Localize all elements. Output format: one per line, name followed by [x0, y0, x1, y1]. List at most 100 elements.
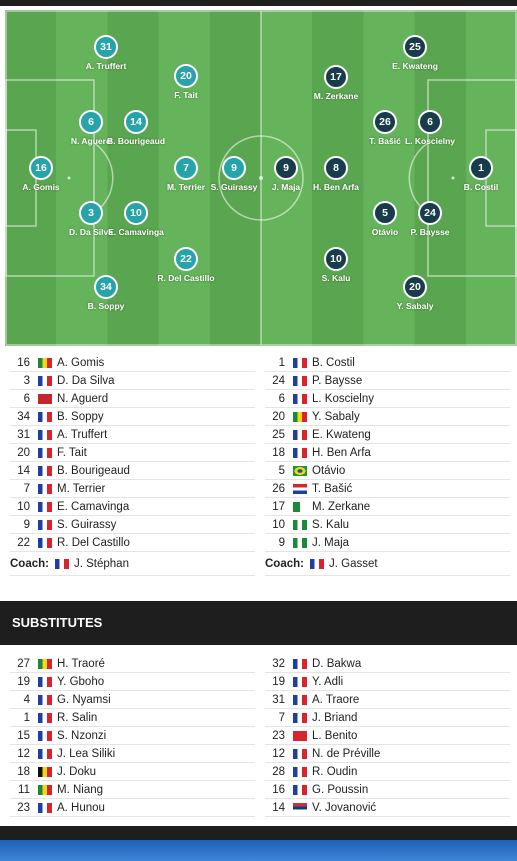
player-name-link[interactable]: M. Zerkane — [312, 500, 371, 513]
france-flag-icon — [293, 658, 307, 669]
player-name-link[interactable]: H. Ben Arfa — [312, 446, 371, 459]
player-name-link[interactable]: B. Soppy — [57, 410, 104, 423]
france-flag-icon — [38, 676, 52, 687]
player-row: 1 B. Costil — [265, 354, 510, 372]
player-name-link[interactable]: A. Truffert — [57, 428, 108, 441]
player-name-link[interactable]: E. Camavinga — [57, 500, 130, 513]
shirt-number: 7 — [23, 482, 30, 495]
player-name-link[interactable]: R. Salin — [57, 711, 98, 724]
france-flag-icon — [38, 712, 52, 723]
france-flag-icon — [54, 558, 69, 569]
player-name-link[interactable]: A. Hunou — [57, 801, 105, 814]
player-name-link[interactable]: R. Del Castillo — [57, 536, 130, 549]
player-name-link[interactable]: T. Bašić — [312, 482, 353, 495]
player-name: M. Terrier — [166, 182, 206, 192]
player-name-link[interactable]: J. Maja — [312, 536, 350, 549]
france-flag-icon — [309, 558, 324, 569]
player-name-link[interactable]: A. Gomis — [57, 356, 105, 369]
player-name-link[interactable]: L. Koscielny — [312, 392, 375, 405]
player-name-link[interactable]: Y. Sabaly — [312, 410, 360, 423]
france-flag-icon — [293, 766, 307, 777]
player-name-link[interactable]: S. Kalu — [312, 518, 350, 531]
player-name-link[interactable]: P. Baysse — [312, 374, 363, 387]
shirt-number-badge: 20 — [174, 64, 198, 88]
shirt-number: 1 — [278, 356, 285, 369]
player-name: B. Bourigeaud — [106, 136, 166, 146]
player-name-link[interactable]: B. Costil — [312, 356, 355, 369]
player-name: P. Baysse — [410, 227, 450, 237]
player-name-link[interactable]: Y. Gboho — [57, 675, 105, 688]
player-name-link[interactable]: F. Tait — [57, 446, 87, 459]
player-name-link[interactable]: N. de Préville — [312, 747, 381, 760]
player-name-link[interactable]: V. Jovanović — [312, 801, 377, 814]
player-name-link[interactable]: S. Guirassy — [57, 518, 117, 531]
shirt-number: 6 — [23, 392, 30, 405]
player-name-link[interactable]: R. Oudin — [312, 765, 358, 778]
france-flag-icon — [38, 694, 52, 705]
player-name-link[interactable]: G. Nyamsi — [57, 693, 111, 706]
player-name-link[interactable]: D. Bakwa — [312, 657, 362, 670]
player-name-link[interactable]: D. Da Silva — [57, 374, 115, 387]
player-name-link[interactable]: Y. Adli — [312, 675, 344, 688]
player-name-link[interactable]: J. Briand — [312, 711, 358, 724]
shirt-number: 14 — [17, 464, 30, 477]
shirt-number: 20 — [272, 410, 285, 423]
player-name-link[interactable]: S. Nzonzi — [57, 729, 107, 742]
player-name-link[interactable]: M. Terrier — [57, 482, 106, 495]
player-name-link[interactable]: Otávio — [312, 464, 346, 477]
shirt-number-badge: 5 — [373, 201, 397, 225]
player-name-link[interactable]: J. Doku — [57, 765, 96, 778]
player-name-link[interactable]: L. Benito — [312, 729, 358, 742]
coach-name[interactable]: J. Stéphan — [73, 557, 129, 570]
player-name-link[interactable]: B. Bourigeaud — [57, 464, 130, 477]
algeria-flag-icon — [293, 501, 307, 512]
shirt-number-badge: 9 — [222, 156, 246, 180]
senegal-flag-icon — [293, 411, 307, 422]
player-name-link[interactable]: J. Lea Siliki — [57, 747, 116, 760]
player-name: M. Zerkane — [313, 91, 359, 101]
player-name-link[interactable]: G. Poussin — [312, 783, 369, 796]
france-flag-icon — [38, 748, 52, 759]
player-name-link[interactable]: M. Niang — [57, 783, 104, 796]
shirt-number-badge: 17 — [324, 65, 348, 89]
shirt-number-badge: 9 — [274, 156, 298, 180]
player-name-link[interactable]: N. Aguerd — [57, 392, 109, 405]
coach-name[interactable]: J. Gasset — [328, 557, 378, 570]
player-name: R. Del Castillo — [157, 273, 215, 283]
away-player-marker[interactable]: 17 M. Zerkane — [291, 65, 381, 102]
player-name-link[interactable]: E. Kwateng — [312, 428, 371, 441]
player-name-link[interactable]: A. Traore — [312, 693, 360, 706]
player-name-link[interactable]: H. Traoré — [57, 657, 105, 670]
